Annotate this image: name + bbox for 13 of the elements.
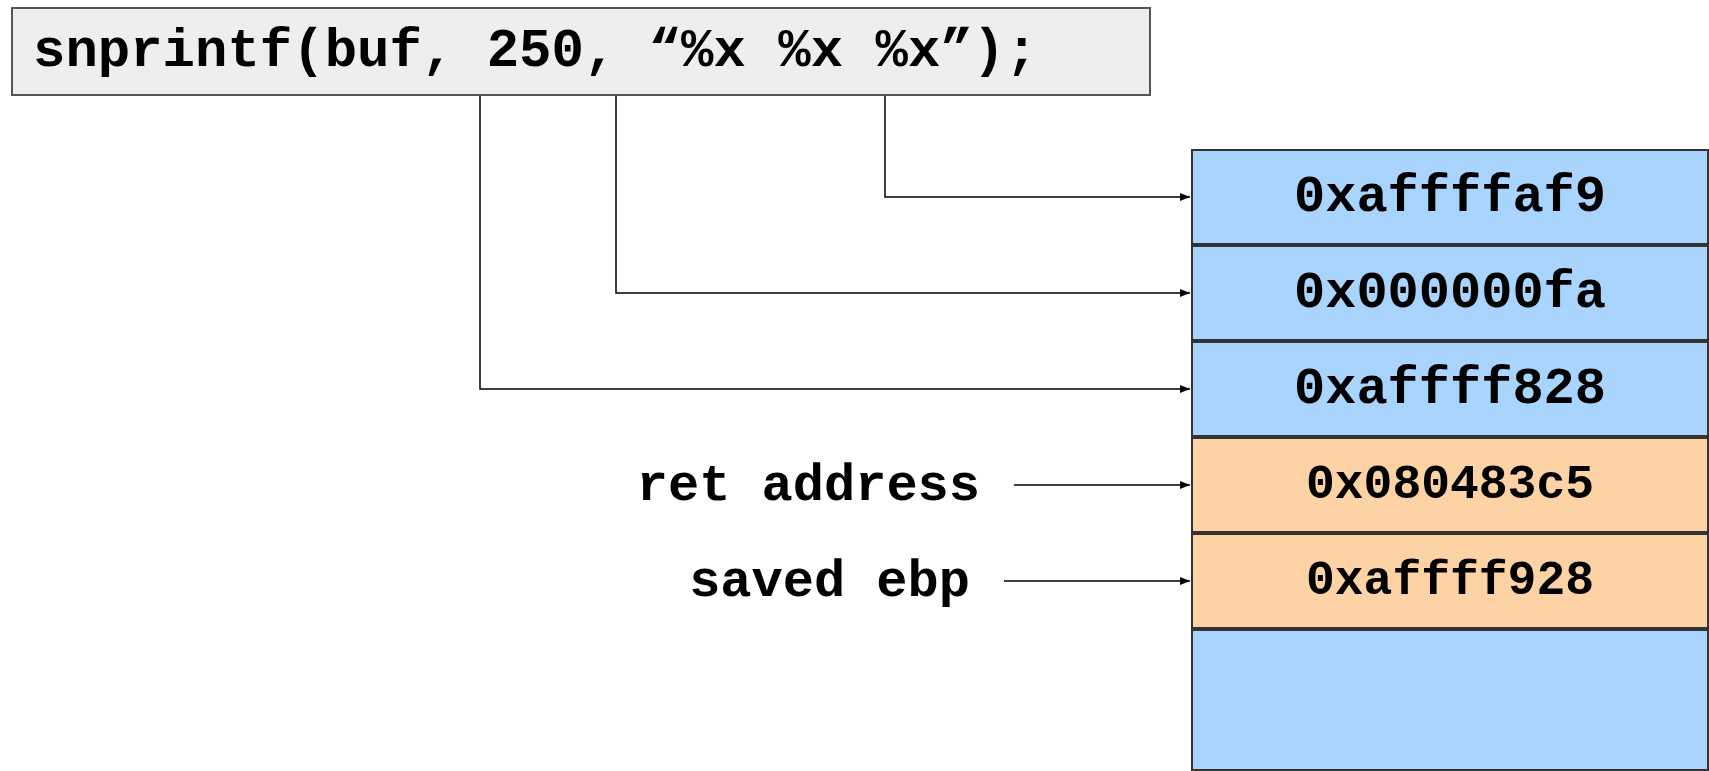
stack-cell: 0xaffff928 [1191,533,1709,629]
stack-cell: 0x000000fa [1191,245,1709,341]
arrow [1003,577,1191,585]
stack-cell: 0xaffffaf9 [1191,149,1709,245]
arrow [1013,481,1191,489]
empty-stack-cell [1191,629,1709,771]
leader-line [479,95,1191,393]
leader-line [615,95,1191,297]
stack-cell: 0x080483c5 [1191,437,1709,533]
leader-line [884,95,1191,201]
stack-label: ret address [560,451,980,521]
stack-label: saved ebp [600,547,970,617]
stack-cell: 0xaffff828 [1191,341,1709,437]
